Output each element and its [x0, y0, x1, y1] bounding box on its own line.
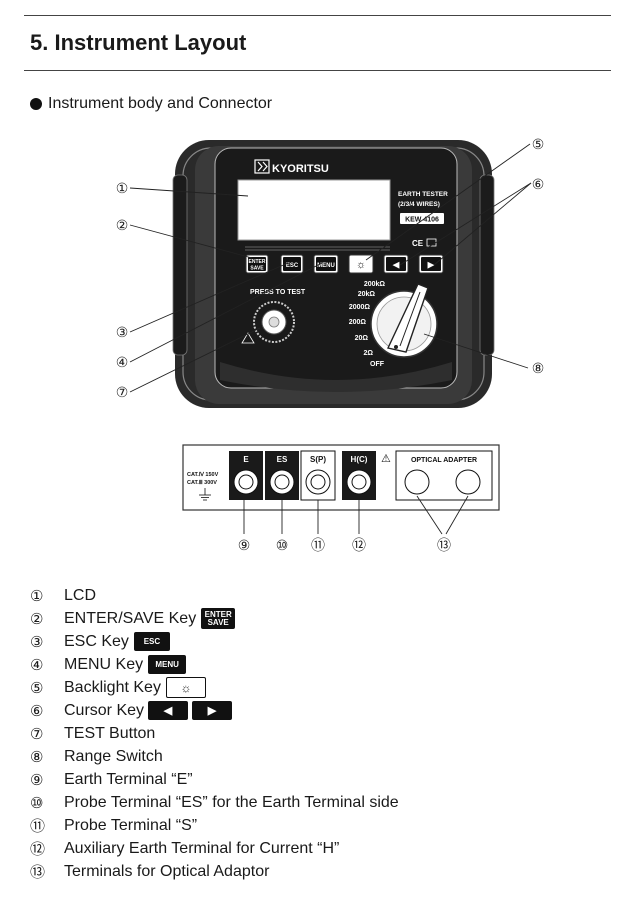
range-label-20k: 20kΩ [358, 291, 376, 298]
callout-13: ⑬ [437, 537, 451, 553]
legend-item: ⑤ Backlight Key ☼ [30, 676, 399, 699]
press-to-test-label: PRESS TO TEST [250, 289, 306, 296]
component-legend: ① LCD ② ENTER/SAVE Key ENTER SAVE ③ ESC … [30, 584, 399, 883]
legend-item: ⑪ Probe Terminal “S” [30, 816, 198, 836]
optical-adapter-label: OPTICAL ADAPTER [411, 457, 477, 464]
svg-text:ES: ES [277, 455, 288, 464]
legend-item: ② ENTER/SAVE Key ENTER SAVE [30, 607, 399, 630]
connector-panel: CAT.Ⅳ 150V CAT.Ⅲ 300V E ES S(P) [182, 444, 500, 511]
callout-11: ⑪ [311, 537, 325, 553]
instrument-figure: KYORITSU EARTH TESTER (2/3/4 WIRES) KEW … [116, 136, 545, 553]
legend-item: ⑫ Auxiliary Earth Terminal for Current “… [30, 839, 340, 859]
svg-text:H(C): H(C) [351, 455, 368, 464]
arrow-left-icon: ◀ [393, 260, 400, 270]
menu-key-icon: MENU [148, 655, 187, 674]
legend-item: ⑦ TEST Button [30, 724, 156, 743]
title-rule [24, 70, 611, 71]
device-label-line-2: (2/3/4 WIRES) [398, 201, 440, 208]
callout-10: ⑩ [276, 537, 289, 553]
menu-key[interactable]: MENU [313, 254, 339, 274]
legend-item: ④ MENU Key MENU [30, 653, 399, 676]
backlight-icon: ☼ [356, 259, 366, 271]
cursor-left-key-icon: ◀ [148, 701, 189, 720]
terminal-e[interactable]: E [229, 451, 263, 500]
callout-12: ⑫ [352, 537, 366, 553]
legend-item: ⑬ Terminals for Optical Adaptor [30, 862, 270, 882]
optical-adapter-terminals[interactable]: OPTICAL ADAPTER [395, 450, 493, 501]
svg-text:E: E [243, 455, 249, 464]
page-title: 5. Instrument Layout [30, 30, 247, 55]
cursor-right-key-icon: ▶ [192, 701, 233, 720]
ce-mark: CE [412, 239, 424, 248]
ground-symbol-icon [199, 488, 211, 501]
test-button[interactable] [253, 301, 295, 343]
arrow-right-icon: ▶ [428, 260, 435, 270]
legend-item: ③ ESC Key ESC [30, 630, 399, 653]
callout-7: ⑦ [116, 384, 129, 400]
lightning-warning-icon [241, 332, 255, 344]
cursor-left-key[interactable]: ◀ [383, 254, 409, 274]
bullet-icon [30, 98, 42, 110]
callout-numbers: ① ② ③ ④ ⑤ ⑥ ⑦ ⑧ ⑨ ⑩ ⑪ ⑫ ⑬ [116, 136, 545, 553]
callout-5: ⑤ [532, 136, 545, 152]
cat-rating-2: CAT.Ⅲ 300V [187, 479, 217, 486]
enter-save-key-icon: ENTER SAVE [201, 608, 236, 629]
terminal-s[interactable]: S(P) [300, 450, 336, 501]
range-label-2: 2Ω [363, 350, 373, 357]
legend-item: ⑧ Range Switch [30, 747, 163, 766]
callout-4: ④ [116, 354, 129, 370]
terminal-es[interactable]: ES [265, 451, 299, 500]
section-subtitle: Instrument body and Connector [30, 95, 272, 113]
top-rule [24, 15, 611, 16]
device-label-line-1: EARTH TESTER [398, 191, 448, 198]
cat-rating-1: CAT.Ⅳ 150V [187, 471, 219, 478]
svg-text:S(P): S(P) [310, 455, 326, 464]
esc-key[interactable]: ESC [280, 254, 304, 274]
callout-1: ① [116, 180, 129, 196]
esc-key-icon: ESC [133, 632, 170, 651]
callout-6: ⑥ [532, 176, 545, 192]
cursor-right-key[interactable]: ▶ [418, 254, 444, 274]
terminal-h[interactable]: H(C) [342, 451, 376, 500]
range-label-off: OFF [370, 361, 385, 368]
callout-3: ③ [116, 324, 129, 340]
callout-2: ② [116, 217, 129, 233]
svg-text:SAVE: SAVE [250, 266, 264, 272]
legend-item: ① LCD [30, 586, 97, 605]
brand-name: KYORITSU [272, 163, 329, 175]
warning-icon: ⚠ [381, 453, 391, 465]
range-label-200: 200Ω [349, 319, 367, 326]
lcd-screen [237, 179, 391, 241]
backlight-key-icon: ☼ [165, 677, 206, 698]
callout-8: ⑧ [532, 360, 545, 376]
svg-text:ESC: ESC [286, 263, 299, 269]
range-label-2000: 2000Ω [349, 304, 371, 311]
range-label-20: 20Ω [355, 335, 369, 342]
svg-text:ENTER: ENTER [249, 259, 266, 265]
subtitle-text: Instrument body and Connector [48, 95, 273, 112]
svg-text:MENU: MENU [317, 263, 335, 269]
legend-item: ⑩ Probe Terminal “ES” for the Earth Term… [30, 793, 399, 812]
legend-item: ⑥ Cursor Key ◀ ▶ [30, 699, 399, 722]
range-labels: 200kΩ 20kΩ 2000Ω 200Ω 20Ω 2Ω OFF [349, 281, 386, 368]
enter-save-key[interactable]: ENTER SAVE [245, 254, 269, 274]
leader-lines [129, 143, 532, 535]
kyoritsu-logo-icon [254, 159, 270, 174]
range-switch[interactable] [370, 283, 438, 358]
legend-item: ⑨ Earth Terminal “E” [30, 770, 193, 789]
instrument-body: KYORITSU EARTH TESTER (2/3/4 WIRES) KEW … [172, 140, 495, 408]
range-label-200k: 200kΩ [364, 281, 386, 288]
callout-9: ⑨ [238, 537, 251, 553]
